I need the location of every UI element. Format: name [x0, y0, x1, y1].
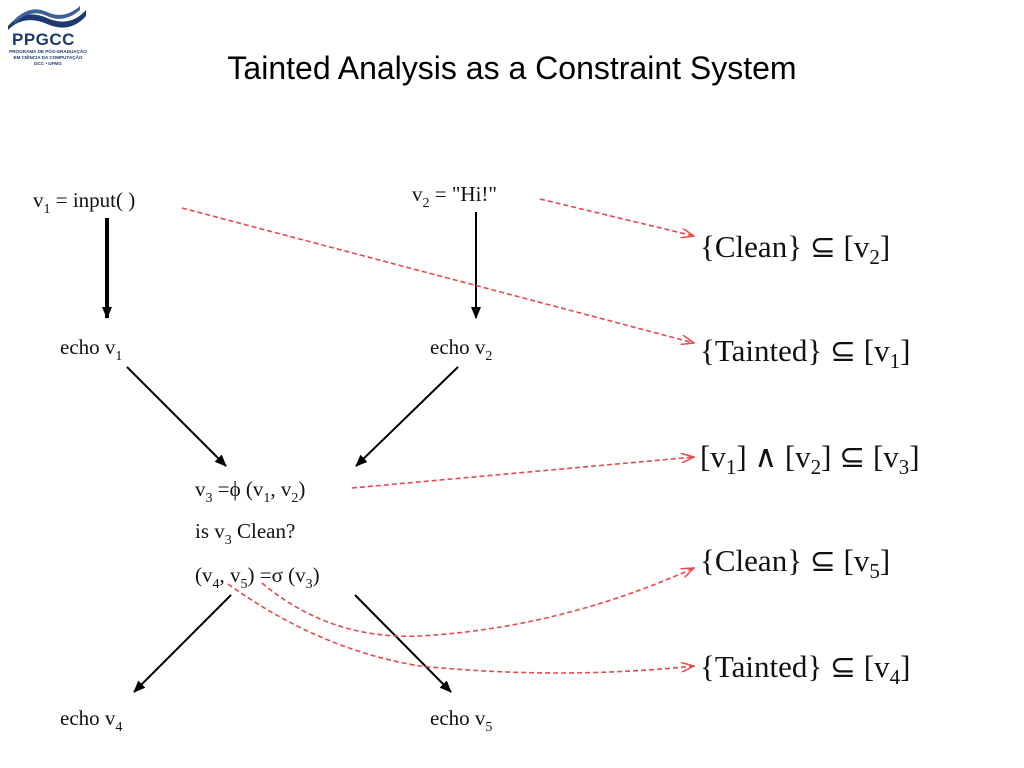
- stmt-v2-assign: v2 = "Hi!": [412, 182, 497, 211]
- constraint-arrow-phi-meet: [351, 457, 694, 489]
- constraint-tainted-v1: {Tainted} ⊆ [v1]: [700, 333, 910, 373]
- flow-arrow-echo2-to-phi: [355, 366, 459, 467]
- stmt-phi: v3 =ϕ (v1, v2): [195, 477, 305, 506]
- stmt-v1-input: v1 = input( ): [33, 188, 135, 217]
- constraint-meet-v3: [v1] ∧ [v2] ⊆ [v3]: [700, 439, 920, 479]
- flow-arrow-echo1-to-phi: [126, 366, 227, 467]
- constraint-clean-v2: {Clean} ⊆ [v2]: [700, 229, 890, 269]
- stmt-is-clean: is v3 Clean?: [195, 519, 295, 548]
- constraint-tainted-v4: {Tainted} ⊆ [v4]: [700, 649, 910, 689]
- slide-title: Tainted Analysis as a Constraint System: [227, 50, 797, 86]
- constraint-arrow-v1-tainted: [181, 207, 694, 343]
- stmt-sigma: (v4, v5) =σ (v3): [195, 563, 320, 592]
- logo-wave-icon: [8, 6, 86, 30]
- flow-arrow-sigma-to-echo4: [133, 594, 232, 693]
- logo-name: PPGCC: [12, 30, 75, 49]
- stmt-echo-v4: echo v4: [60, 706, 122, 735]
- ppgcc-logo: PPGCC PROGRAMA DE PÓS-GRADUAÇÃO EM CIÊNC…: [4, 4, 90, 68]
- constraint-clean-v5: {Clean} ⊆ [v5]: [700, 543, 890, 583]
- logo-line2: EM CIÊNCIA DA COMPUTAÇÃO: [13, 55, 83, 60]
- stmt-echo-v1: echo v1: [60, 335, 122, 364]
- constraint-arrow-v5-clean: [261, 568, 694, 638]
- stmt-echo-v5: echo v5: [430, 706, 492, 735]
- constraint-arrow-v2-clean: [539, 198, 694, 236]
- logo-line3: DCC • UFMG: [34, 61, 62, 66]
- logo-line1: PROGRAMA DE PÓS-GRADUAÇÃO: [9, 49, 87, 54]
- flow-arrow-sigma-to-echo5: [354, 594, 452, 693]
- stmt-echo-v2: echo v2: [430, 335, 492, 364]
- constraint-arrow-v4-tainted: [227, 583, 694, 674]
